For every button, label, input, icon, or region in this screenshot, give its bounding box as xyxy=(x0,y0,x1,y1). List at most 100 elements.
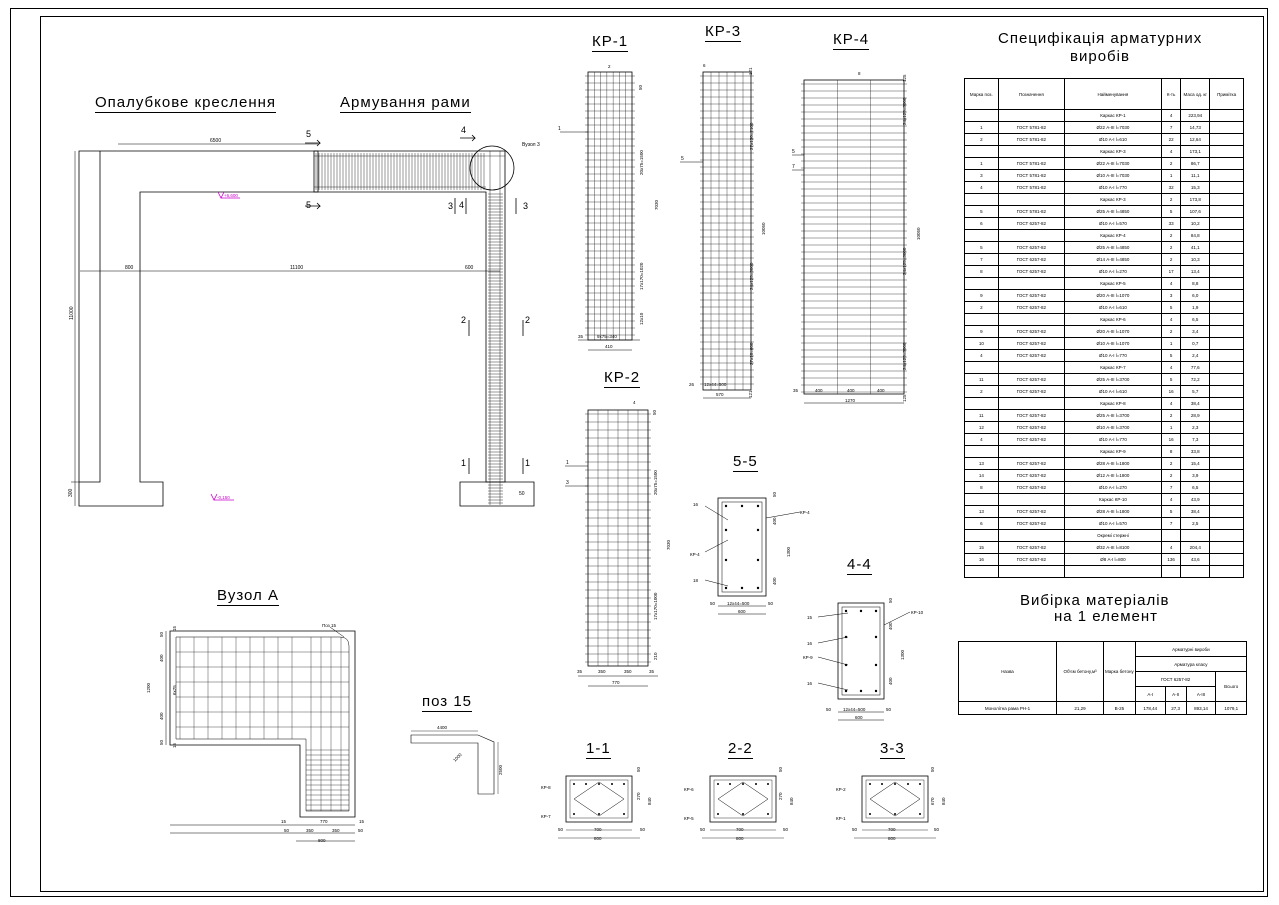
rebar-dot xyxy=(844,609,848,613)
mat-h-class: Арматура класу xyxy=(1134,656,1248,673)
spec-cell: ГОСТ 6257-82 xyxy=(997,481,1065,494)
mat-name: Монолітна рама РН-1 xyxy=(958,701,1057,715)
small-sections xyxy=(558,775,936,839)
sec44-r: 50 xyxy=(886,707,892,712)
mat-total: 1079,1 xyxy=(1215,701,1247,715)
spec-cell: ГОСТ 6257-82 xyxy=(997,505,1065,518)
spec-cell: 2 xyxy=(1160,457,1182,470)
cut-5-bottom: 5 xyxy=(306,200,311,210)
kp4-pitch: 8 xyxy=(858,71,861,76)
spec-cell xyxy=(1209,265,1244,278)
spec-cell: ГОСТ 6257-82 xyxy=(997,265,1065,278)
spec-cell: 41,1 xyxy=(1180,241,1211,254)
spec-cell: ГОСТ 5781-82 xyxy=(997,181,1065,194)
rebar-dot xyxy=(740,504,744,508)
spec-cell: Каркас КР-4 xyxy=(1063,229,1162,242)
spec-cell xyxy=(1209,349,1244,362)
spec-cell: 14 xyxy=(964,469,999,482)
spec-cell xyxy=(1209,397,1244,410)
spec-cell: Ø12 А-ІІІ l=1800 xyxy=(1063,469,1162,482)
spec-cell: 1 xyxy=(964,121,999,134)
sec11-kp8: КР-8 xyxy=(541,785,551,790)
spec-cell: 15 xyxy=(964,541,999,554)
rebar-dot xyxy=(598,813,600,815)
kp4-total: 10050 xyxy=(916,227,921,240)
node-a-drawing xyxy=(165,626,356,842)
section-5-5-title: 5-5 xyxy=(733,453,758,472)
spec-cell xyxy=(997,313,1065,326)
rebar-dot xyxy=(894,813,896,815)
kp4-s2: 400 xyxy=(847,388,855,393)
spec-cell: Окремі стержні xyxy=(1063,529,1162,542)
mat-h-name: Назва xyxy=(958,640,1057,703)
kp3-total: 10050 xyxy=(761,222,766,235)
mat-h-a2: А-ІІ xyxy=(1164,686,1187,703)
kp3-title: КР-3 xyxy=(705,23,742,42)
kp4-mid: 24x125=3000 xyxy=(902,247,907,275)
rebar-dot xyxy=(894,783,896,785)
node-a-b50l: 50 xyxy=(284,828,290,833)
spec-cell xyxy=(1209,121,1244,134)
frame-dim-base: 50 xyxy=(519,491,525,497)
formwork-outline xyxy=(78,150,319,507)
spec-row: Окремі стержні xyxy=(964,529,1244,542)
spec-cell xyxy=(1209,421,1244,434)
spec-cell: 5 xyxy=(1160,349,1182,362)
rebar-dot xyxy=(907,783,909,785)
kp3-lower: 27x10=600 xyxy=(749,342,754,365)
mat-data-row: Монолітна рама РН-1 21,29 В-25 178,44 27… xyxy=(958,701,1247,715)
spec-cell xyxy=(1160,529,1182,542)
node-label: Вузол 3 xyxy=(522,142,540,148)
materials-table: Назва Об'єм бетону,м³ Марка бетону Армат… xyxy=(958,640,1248,715)
spec-cell: Каркас КР-6 xyxy=(1063,313,1162,326)
pos15-title: поз 15 xyxy=(422,693,473,712)
kp4-s1: 400 xyxy=(815,388,823,393)
spec-cell xyxy=(1180,529,1211,542)
sec55-s2: 400 xyxy=(772,577,777,585)
spec-cell: 6,5 xyxy=(1180,481,1211,494)
formwork-dim-height: 11000 xyxy=(69,306,75,320)
kp2-width: 770 xyxy=(612,680,620,685)
cut-3-left: 3 xyxy=(448,201,453,211)
rebar-dot xyxy=(767,783,769,785)
kp4-b1: 35 xyxy=(793,388,799,393)
spec-cell: ГОСТ 6257-82 xyxy=(997,385,1065,398)
sec33-width: 800 xyxy=(888,836,896,841)
sec33-h: 840 xyxy=(941,797,946,805)
spec-cell: 1,9 xyxy=(1180,301,1211,314)
kp4-bars xyxy=(801,80,907,394)
formwork-dim-top: 6500 xyxy=(210,138,221,144)
spec-cell: 2 xyxy=(1160,469,1182,482)
section-3-3-title: 3-3 xyxy=(880,740,905,759)
kp4-title: КР-4 xyxy=(833,31,870,50)
spec-cell: 2 xyxy=(1160,229,1182,242)
rebar-dot xyxy=(874,609,878,613)
pos15-len: 4400 xyxy=(437,725,448,730)
node-a-b350a: 350 xyxy=(306,828,314,833)
spec-cell: 5 xyxy=(1160,373,1182,386)
sec11-top: 50 xyxy=(636,766,641,772)
spec-cell: 3,9 xyxy=(1180,469,1211,482)
sec44-total: 1300 xyxy=(900,649,905,660)
rebar-dot xyxy=(756,558,760,562)
spec-cell xyxy=(997,109,1065,122)
rebar-dot xyxy=(869,813,871,815)
sec22-mid: 270 xyxy=(778,792,783,800)
sec44-s1: 400 xyxy=(888,622,893,630)
spec-cell: 2 xyxy=(1160,409,1182,422)
kp1-vert: 20x75=1500 xyxy=(639,150,644,175)
spec-cell: 8 xyxy=(964,265,999,278)
spec-cell xyxy=(1209,409,1244,422)
pos15-drawing xyxy=(410,730,499,795)
rebar-dot xyxy=(756,528,760,532)
spec-cell: 77,6 xyxy=(1180,361,1211,374)
spec-cell xyxy=(1209,277,1244,290)
node-a-pos: Поз 15 xyxy=(322,623,337,628)
spec-cell: 15,3 xyxy=(1180,181,1211,194)
spec-cell xyxy=(1209,109,1244,122)
